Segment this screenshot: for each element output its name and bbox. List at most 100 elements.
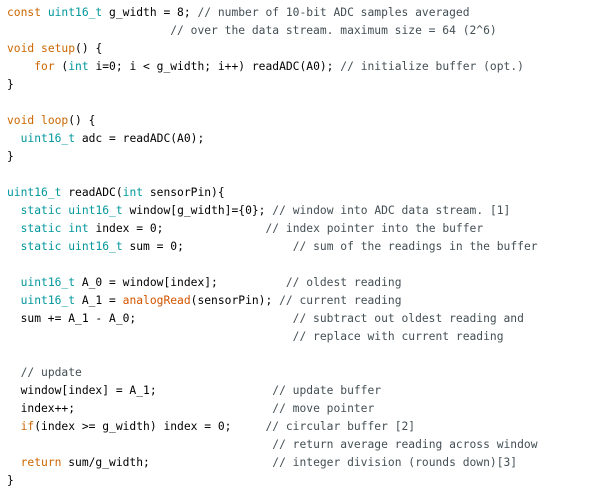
code-text: () { — [75, 42, 103, 55]
code-comment: // number of 10-bit ADC samples averaged — [197, 6, 470, 19]
code-text — [34, 42, 41, 55]
code-text: window[index] = A_1; — [7, 384, 273, 397]
code-line: window[index] = A_1; // update buffer — [7, 382, 616, 400]
code-comment: // update buffer — [272, 384, 382, 397]
code-keyword: void — [7, 42, 35, 55]
code-line: // over the data stream. maximum size = … — [7, 22, 616, 40]
code-text — [7, 24, 170, 37]
code-line: static uint16_t sum = 0; // sum of the r… — [7, 238, 616, 256]
code-type: uint16_t — [47, 6, 103, 19]
code-comment: // oldest reading — [285, 276, 402, 289]
code-text: A_0 = window[index]; — [75, 276, 286, 289]
code-keyword: void — [7, 114, 35, 127]
code-text — [7, 438, 272, 451]
code-comment: // replace with current reading — [292, 330, 504, 343]
code-comment: // current reading — [279, 294, 402, 307]
code-text — [7, 132, 21, 145]
code-text: i=0; i < g_width; i++) readADC(A0); — [88, 60, 341, 73]
code-type: static — [20, 204, 62, 217]
code-text: sum += A_1 - A_0; — [7, 312, 293, 325]
code-line: uint16_t adc = readADC(A0); — [7, 130, 616, 148]
code-text: (sensorPin); — [190, 294, 280, 307]
code-text — [7, 222, 21, 235]
code-type: uint16_t — [68, 240, 123, 253]
code-line: static uint16_t window[g_width]={0}; // … — [7, 202, 616, 220]
code-comment: // circular buffer [2] — [265, 420, 416, 433]
code-line: } — [7, 76, 616, 94]
code-line: } — [7, 148, 616, 166]
code-text: } — [7, 474, 14, 487]
code-text — [7, 204, 21, 217]
code-line: if(index >= g_width) index = 0; // circu… — [7, 418, 616, 436]
code-comment: // over the data stream. maximum size = … — [170, 24, 497, 37]
code-line: sum += A_1 - A_0; // subtract out oldest… — [7, 310, 616, 328]
code-comment: // sum of the readings in the buffer — [292, 240, 538, 253]
code-text: sum = 0; — [122, 240, 293, 253]
code-function-call: analogRead — [122, 294, 191, 307]
code-type: int — [68, 222, 89, 235]
code-line: void loop() { — [7, 112, 616, 130]
code-line: // update — [7, 364, 616, 382]
code-line: index++; // move pointer — [7, 400, 616, 418]
code-line: ​ — [7, 166, 616, 184]
code-line: ​ — [7, 346, 616, 364]
code-text — [7, 420, 21, 433]
code-line: // replace with current reading — [7, 328, 616, 346]
code-text: } — [7, 150, 14, 163]
code-text: index++; — [7, 402, 273, 415]
code-type: uint16_t — [20, 132, 76, 145]
code-keyword: const — [7, 6, 48, 19]
code-text: A_1 = — [75, 294, 123, 307]
code-line: uint16_t A_0 = window[index]; // oldest … — [7, 274, 616, 292]
code-text: sensorPin){ — [143, 186, 225, 199]
code-line: ​ — [7, 94, 616, 112]
code-text — [7, 330, 293, 343]
code-line: ​ — [7, 256, 616, 274]
code-text — [7, 366, 21, 379]
code-type: uint16_t — [7, 186, 62, 199]
code-comment: // integer division (rounds down)[3] — [272, 456, 518, 469]
code-type: int — [122, 186, 144, 199]
code-text: (index >= g_width) index = 0; — [34, 420, 266, 433]
code-type: int — [68, 60, 89, 73]
code-text: ( — [54, 60, 69, 73]
code-type: static — [20, 240, 62, 253]
code-type: uint16_t — [20, 294, 76, 307]
code-comment: // index pointer into the buffer — [265, 222, 484, 235]
code-type: static — [20, 222, 62, 235]
code-comment: // initialize buffer (opt.) — [340, 60, 524, 73]
code-line: } — [7, 472, 616, 489]
code-line: static int index = 0; // index pointer i… — [7, 220, 616, 238]
code-keyword: loop — [41, 114, 69, 127]
code-text: index = 0; — [88, 222, 266, 235]
code-text: readADC( — [61, 186, 123, 199]
code-comment: // return average reading across window — [272, 438, 538, 451]
code-text: } — [7, 78, 14, 91]
code-line: const uint16_t g_width = 8; // number of… — [7, 4, 616, 22]
code-comment: // move pointer — [272, 402, 375, 415]
code-line: for (int i=0; i < g_width; i++) readADC(… — [7, 58, 616, 76]
code-text — [7, 294, 21, 307]
code-text — [34, 114, 41, 127]
code-text — [7, 60, 34, 73]
code-text: window[g_width]={0}; — [122, 204, 273, 217]
code-line: return sum/g_width; // integer division … — [7, 454, 616, 472]
code-line: void setup() { — [7, 40, 616, 58]
code-keyword: return — [20, 456, 62, 469]
code-keyword: setup — [41, 42, 76, 55]
code-line: uint16_t A_1 = analogRead(sensorPin); //… — [7, 292, 616, 310]
code-text — [7, 456, 21, 469]
code-line: uint16_t readADC(int sensorPin){ — [7, 184, 616, 202]
code-comment: // window into ADC data stream. [1] — [272, 204, 511, 217]
code-text: adc = readADC(A0); — [75, 132, 205, 145]
code-type: uint16_t — [68, 204, 123, 217]
code-comment: // update — [20, 366, 82, 379]
code-type: uint16_t — [20, 276, 76, 289]
code-comment: // subtract out oldest reading and — [292, 312, 524, 325]
code-text — [7, 240, 21, 253]
code-line: // return average reading across window — [7, 436, 616, 454]
code-text — [7, 276, 21, 289]
code-text: sum/g_width; — [61, 456, 273, 469]
code-keyword: for — [34, 60, 55, 73]
